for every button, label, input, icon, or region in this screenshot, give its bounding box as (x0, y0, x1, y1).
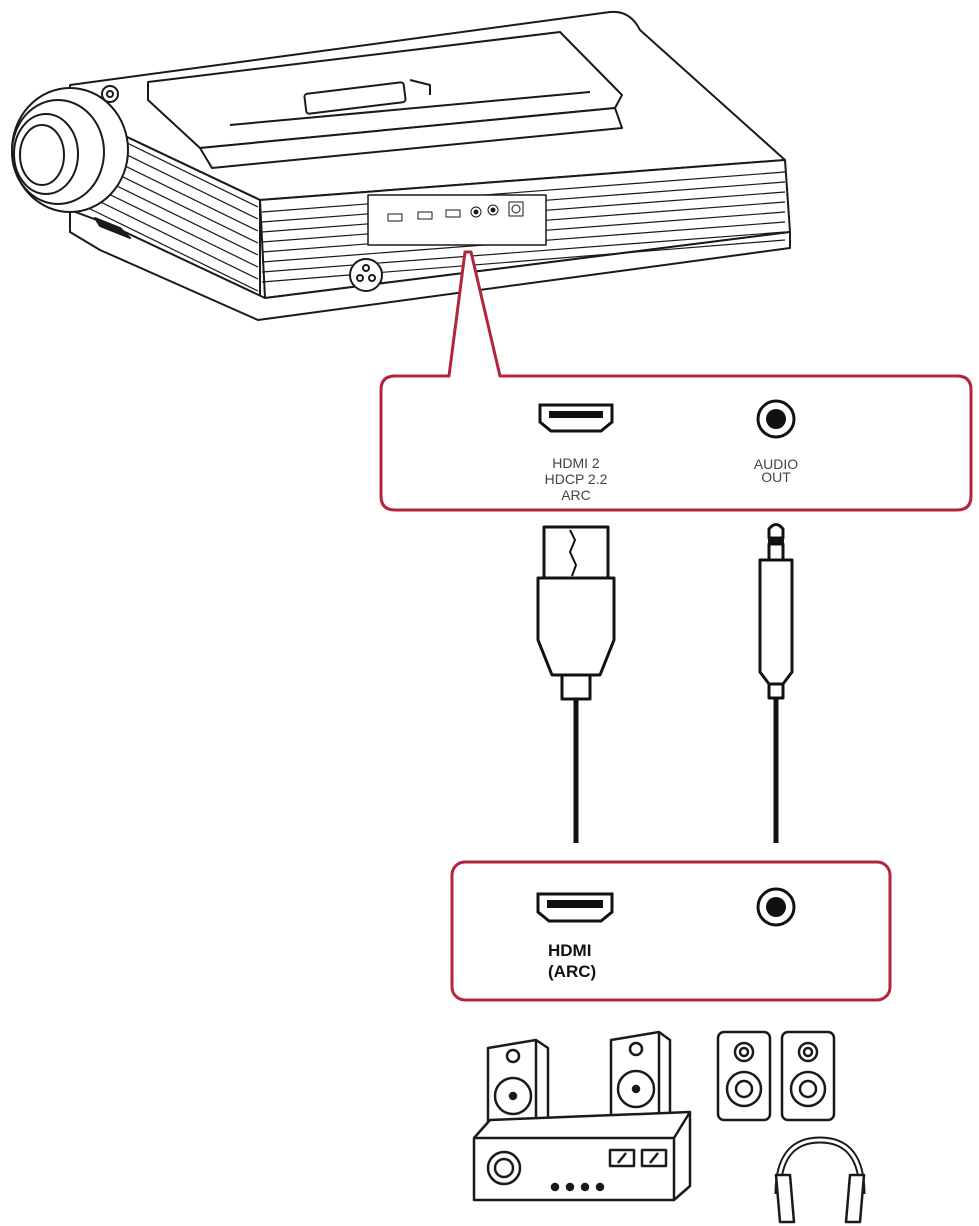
projector-icon (11, 10, 791, 321)
hdmi-arc-label-line2: (ARC) (548, 962, 597, 981)
audio-jack-icon (756, 399, 796, 439)
hdmi2-label-line1: HDMI 2 (552, 455, 600, 471)
hdmi2-label-line3: ARC (561, 487, 591, 503)
hdmi2-label-line2: HDCP 2.2 (544, 471, 608, 487)
audio-out-port-label: AUDIO OUT (736, 456, 816, 485)
hdmi-plug-icon (536, 525, 616, 843)
projector-port-callout (379, 250, 973, 512)
audio-jack-icon (756, 887, 796, 927)
hdmi2-port-label: HDMI 2 HDCP 2.2 ARC (520, 455, 632, 503)
audio-out-label-line1: AUDIO (753, 456, 799, 472)
headphones-icon (774, 1136, 866, 1224)
audio-out-label-line2: OUT (761, 469, 791, 485)
amplifier-icon (472, 1030, 692, 1202)
hdmi-port-icon (538, 403, 614, 433)
hdmi-arc-label-line1: HDMI (548, 941, 592, 960)
hdmi-arc-port-label: HDMI (ARC) (548, 940, 648, 982)
device-port-callout (450, 860, 892, 1002)
audio-plug-icon (758, 523, 794, 843)
hdmi-port-icon (536, 892, 614, 923)
speaker-icon (716, 1030, 772, 1122)
speaker-icon (780, 1030, 836, 1122)
